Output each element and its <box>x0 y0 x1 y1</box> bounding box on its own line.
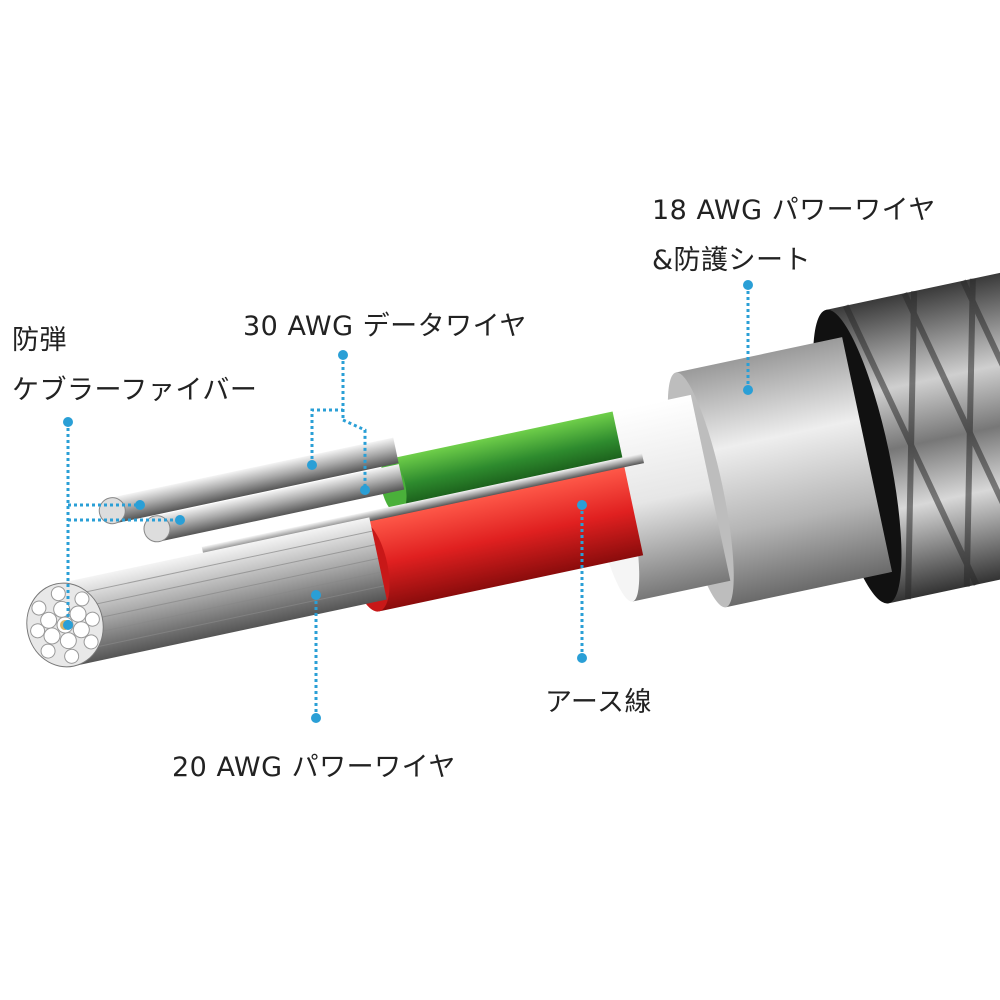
leader-lines <box>66 285 750 718</box>
label-30awg: 30 AWG データワイヤ <box>243 311 527 342</box>
label-20awg: 20 AWG パワーワイヤ <box>172 752 456 783</box>
label-kevlar-line1: 防弾 <box>12 325 67 356</box>
red-wire <box>359 465 644 612</box>
data-wire-2 <box>154 464 405 542</box>
data-wire-1 <box>109 437 399 524</box>
green-wire <box>387 411 625 515</box>
label-18awg-line1: 18 AWG パワーワイヤ <box>652 195 936 226</box>
leader-dots <box>63 280 753 723</box>
label-18awg-line2: &防護シート <box>652 245 812 276</box>
label-kevlar-line2: ケブラーファイバー <box>12 375 258 406</box>
label-earth: アース線 <box>545 687 653 718</box>
